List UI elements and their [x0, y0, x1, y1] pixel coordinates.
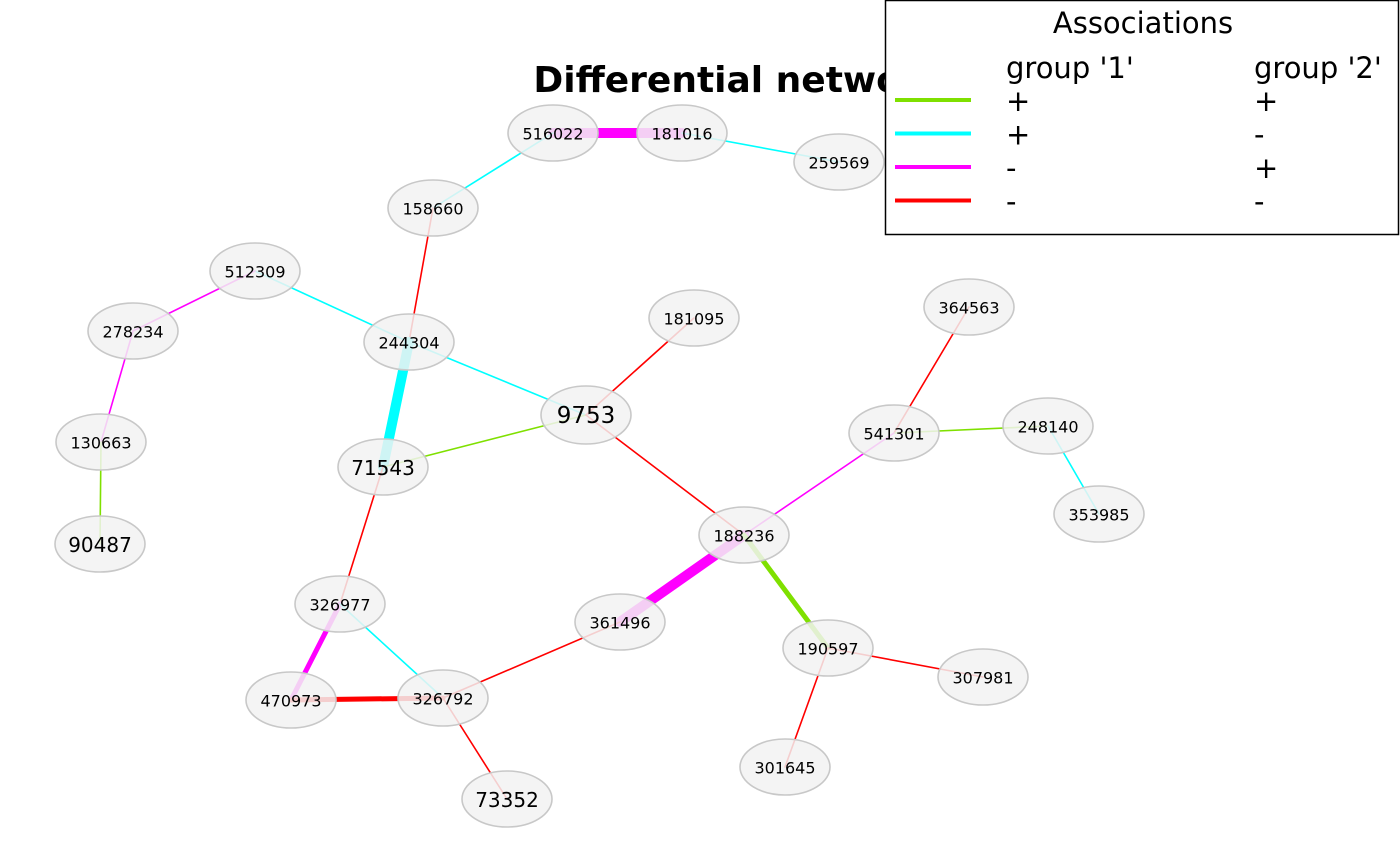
node-shape: [648, 289, 740, 347]
node-shape: [337, 438, 429, 496]
legend: Associations group '1' group '2' +++--+-…: [884, 0, 1400, 236]
node-73352[interactable]: 73352: [461, 770, 553, 828]
node-label: 470973: [260, 692, 321, 711]
node-shape: [937, 648, 1029, 706]
node-158660[interactable]: 158660: [387, 179, 479, 237]
node-label: 158660: [402, 200, 463, 219]
node-shape: [507, 104, 599, 162]
node-shape: [294, 575, 386, 633]
node-label: 353985: [1068, 506, 1129, 525]
node-326792[interactable]: 326792: [397, 669, 489, 727]
node-label: 301645: [754, 759, 815, 778]
node-71543[interactable]: 71543: [337, 438, 429, 496]
node-label: 244304: [378, 334, 439, 353]
diagram-title: Differential network: [533, 60, 943, 101]
node-label: 9753: [557, 403, 616, 429]
node-shape: [363, 313, 455, 371]
node-shape: [54, 515, 146, 573]
node-shape: [848, 404, 940, 462]
node-130663[interactable]: 130663: [55, 413, 147, 471]
node-512309[interactable]: 512309: [209, 242, 301, 300]
legend-title: Associations: [1053, 6, 1233, 40]
node-190597[interactable]: 190597: [782, 619, 874, 677]
node-259569[interactable]: 259569: [793, 133, 885, 191]
node-label: 326977: [309, 596, 370, 615]
legend-group2-sign-3: -: [1254, 185, 1264, 219]
node-244304[interactable]: 244304: [363, 313, 455, 371]
nodes-layer: 516022 181016 259569 158660 512309 278234 2443…: [54, 104, 1145, 828]
node-label: 307981: [952, 669, 1013, 688]
node-278234[interactable]: 278234: [87, 302, 179, 360]
node-307981[interactable]: 307981: [937, 648, 1029, 706]
node-shape: [574, 593, 666, 651]
node-shape: [55, 413, 147, 471]
node-shape: [698, 506, 790, 564]
node-361496[interactable]: 361496: [574, 593, 666, 651]
node-label: 516022: [522, 125, 583, 144]
node-label: 259569: [808, 154, 869, 173]
node-shape: [540, 385, 632, 445]
node-248140[interactable]: 248140: [1002, 397, 1094, 455]
node-shape: [245, 671, 337, 729]
node-9753[interactable]: 9753: [540, 385, 632, 445]
legend-rows: +++--+--: [895, 84, 1278, 219]
legend-box: [884, 0, 1400, 236]
node-90487[interactable]: 90487: [54, 515, 146, 573]
node-label: 181016: [651, 125, 712, 144]
node-364563[interactable]: 364563: [923, 278, 1015, 336]
legend-col-group1: group '1': [1006, 51, 1134, 85]
node-label: 512309: [224, 263, 285, 282]
node-470973[interactable]: 470973: [245, 671, 337, 729]
node-label: 541301: [863, 425, 924, 444]
legend-group1-sign-3: -: [1006, 185, 1016, 219]
node-353985[interactable]: 353985: [1053, 485, 1145, 543]
node-label: 326792: [412, 690, 473, 709]
node-326977[interactable]: 326977: [294, 575, 386, 633]
node-shape: [1053, 485, 1145, 543]
node-shape: [923, 278, 1015, 336]
node-shape: [793, 133, 885, 191]
legend-group1-sign-0: +: [1006, 84, 1030, 118]
legend-group2-sign-0: +: [1254, 84, 1278, 118]
node-label: 361496: [589, 614, 650, 633]
node-shape: [87, 302, 179, 360]
node-shape: [461, 770, 553, 828]
node-label: 188236: [713, 527, 774, 546]
node-label: 278234: [102, 323, 163, 342]
node-shape: [782, 619, 874, 677]
node-shape: [636, 104, 728, 162]
node-181095[interactable]: 181095: [648, 289, 740, 347]
node-label: 190597: [797, 640, 858, 659]
node-301645[interactable]: 301645: [739, 738, 831, 796]
node-label: 73352: [475, 788, 539, 812]
node-shape: [387, 179, 479, 237]
node-188236[interactable]: 188236: [698, 506, 790, 564]
node-shape: [209, 242, 301, 300]
node-shape: [739, 738, 831, 796]
node-181016[interactable]: 181016: [636, 104, 728, 162]
legend-group2-sign-1: -: [1254, 118, 1264, 152]
node-label: 181095: [663, 310, 724, 329]
node-shape: [397, 669, 489, 727]
node-label: 364563: [938, 299, 999, 318]
node-label: 130663: [70, 434, 131, 453]
legend-group1-sign-2: -: [1006, 151, 1016, 185]
legend-group1-sign-1: +: [1006, 118, 1030, 152]
node-label: 248140: [1017, 418, 1078, 437]
legend-col-group2: group '2': [1254, 51, 1382, 85]
node-516022[interactable]: 516022: [507, 104, 599, 162]
node-541301[interactable]: 541301: [848, 404, 940, 462]
legend-group2-sign-2: +: [1254, 151, 1278, 185]
node-shape: [1002, 397, 1094, 455]
node-label: 90487: [68, 533, 132, 557]
node-label: 71543: [351, 456, 415, 480]
